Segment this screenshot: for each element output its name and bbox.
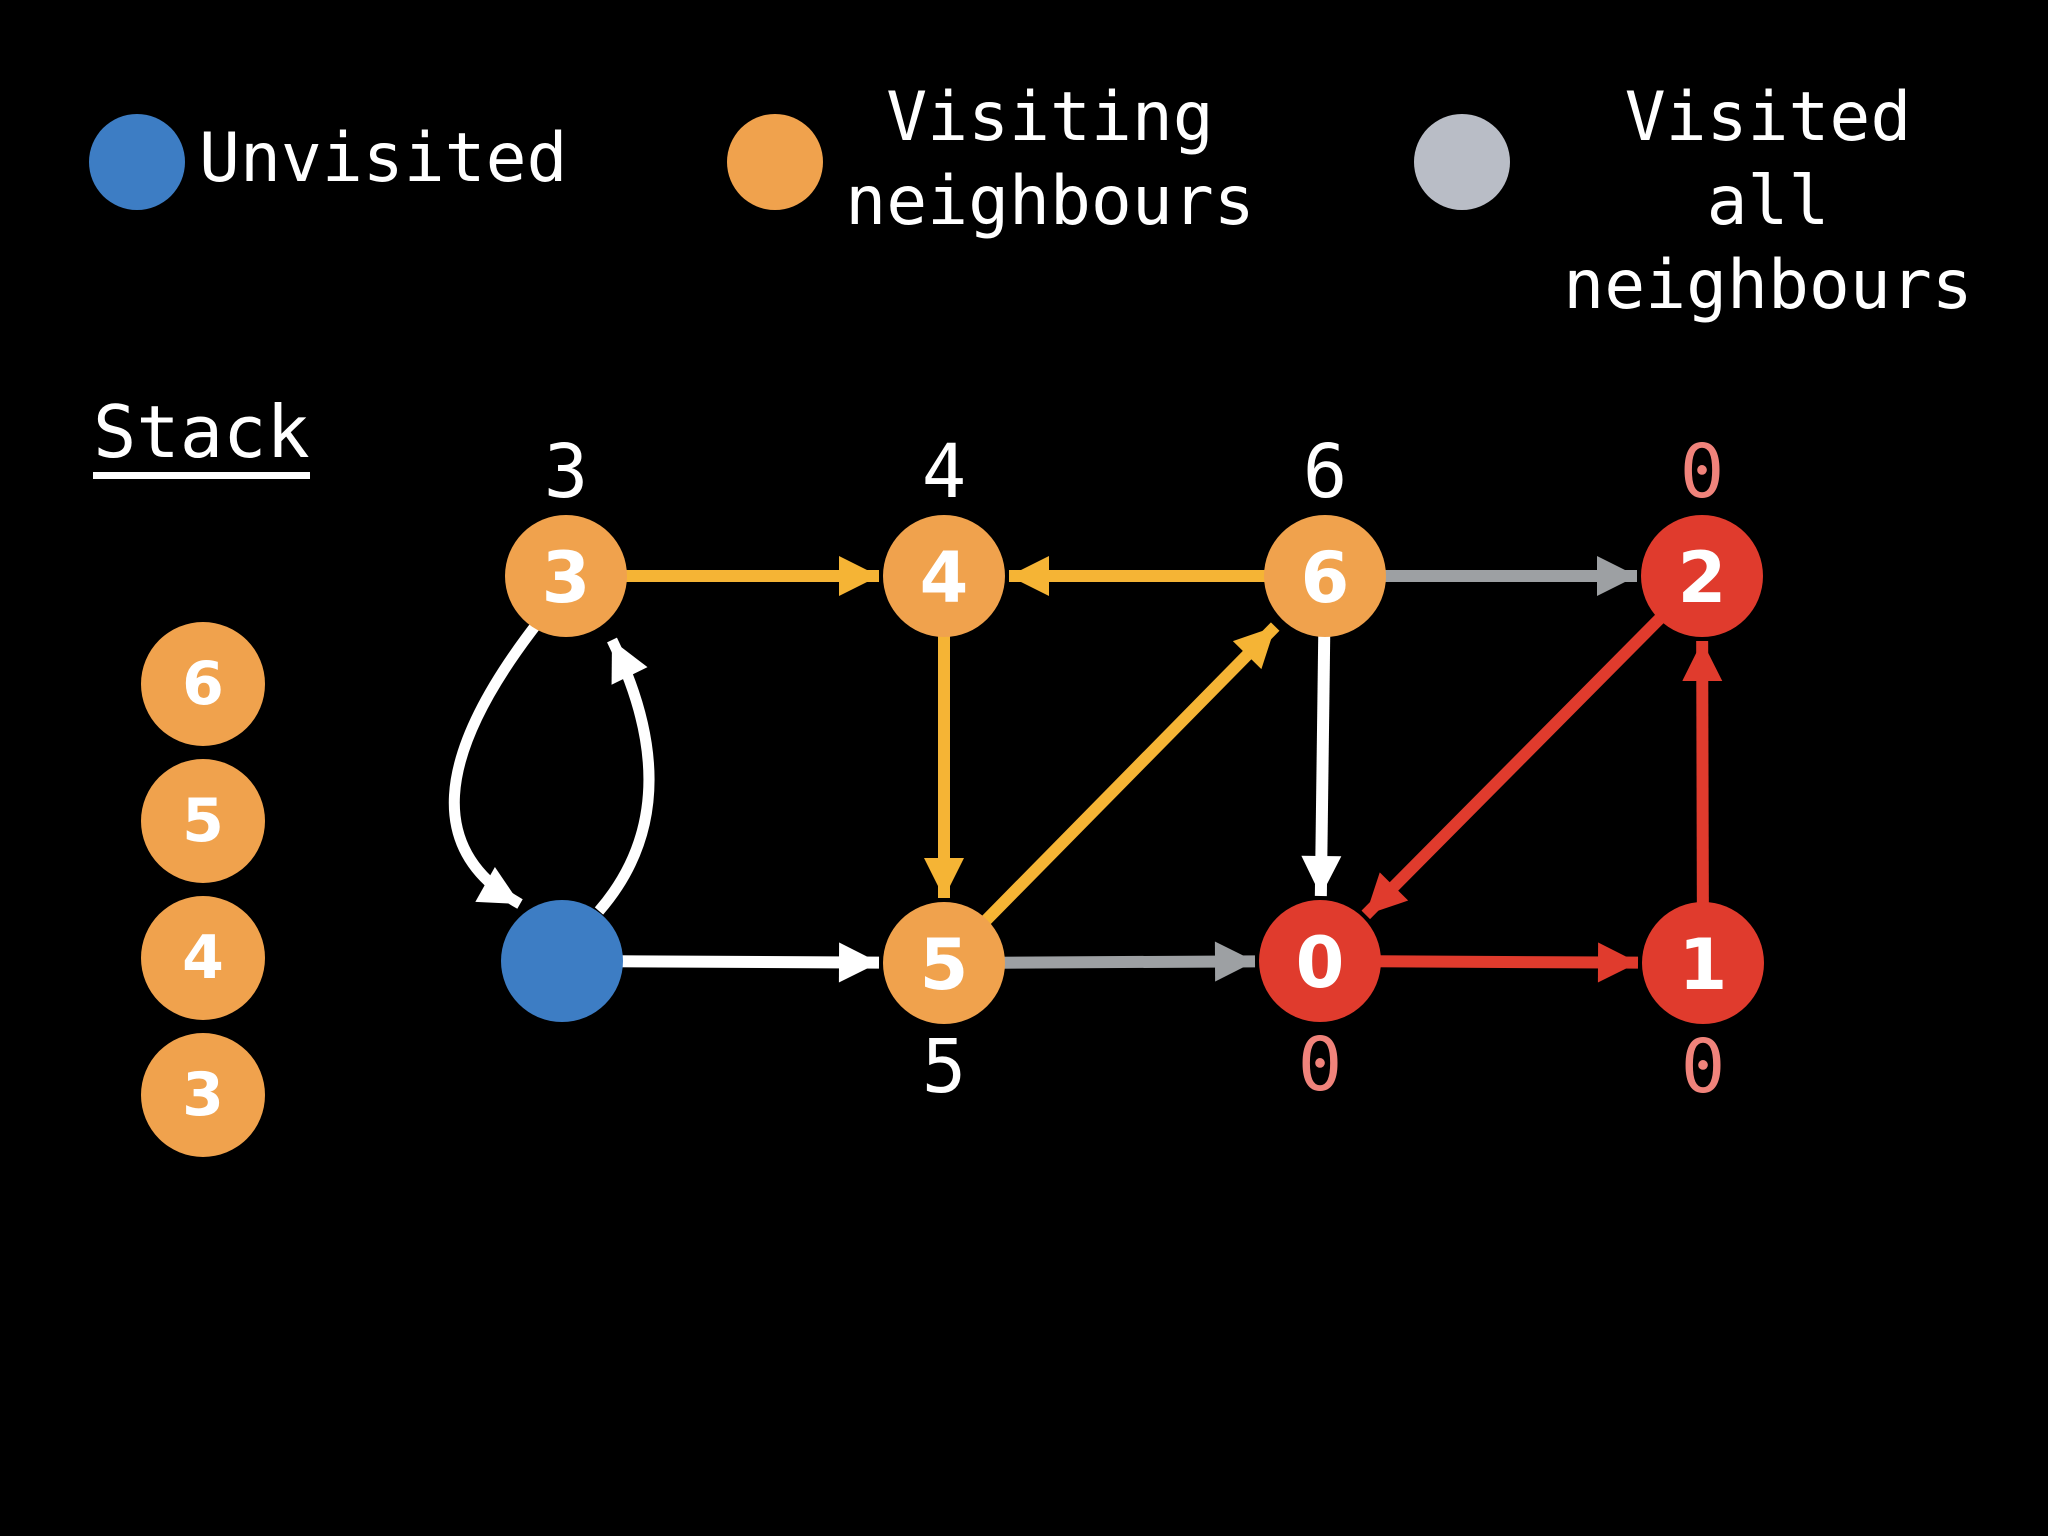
edge-u-3 xyxy=(594,637,655,915)
edge-2-0 xyxy=(1361,610,1668,920)
visited-all-neighbours-dot-icon xyxy=(1414,114,1510,210)
graph-node-4 xyxy=(883,515,1005,637)
visiting-neighbours-dot-icon xyxy=(727,114,823,210)
node-outer-label-0: 0 xyxy=(1298,1022,1343,1108)
legend-label-visiting-neighbours: Visiting neighbours xyxy=(845,78,1255,241)
node-outer-label-1: 0 xyxy=(1681,1024,1726,1110)
edge-5-6 xyxy=(978,622,1280,929)
edge-1-2 xyxy=(1682,640,1723,909)
stack-item-6: 6 xyxy=(141,622,265,746)
edge-0-1 xyxy=(1374,942,1639,983)
node-outer-label-3: 3 xyxy=(544,429,589,515)
graph-node-3 xyxy=(505,515,627,637)
stack-item-3: 3 xyxy=(141,1033,265,1157)
node-outer-label-2: 0 xyxy=(1680,429,1725,515)
node-outer-label-4: 4 xyxy=(922,429,967,515)
stack-title: Stack xyxy=(93,396,310,479)
node-outer-label-5: 5 xyxy=(922,1024,967,1110)
graph-node-u xyxy=(501,900,623,1022)
edge-6-0 xyxy=(1301,630,1342,897)
graph-node-0 xyxy=(1259,900,1381,1022)
stack-item-4: 4 xyxy=(141,896,265,1020)
graph-node-5 xyxy=(883,902,1005,1024)
node-digit-2: 2 xyxy=(1678,537,1727,619)
node-digit-4: 4 xyxy=(920,537,969,619)
edge-3-u xyxy=(448,621,541,909)
graph-node-1 xyxy=(1642,902,1764,1024)
graph-node-2 xyxy=(1641,515,1763,637)
legend-label-unvisited: Unvisited xyxy=(199,119,568,198)
node-digit-1: 1 xyxy=(1679,924,1728,1006)
unvisited-dot-icon xyxy=(89,114,185,210)
graph-node-6 xyxy=(1264,515,1386,637)
edge-u-5 xyxy=(616,942,880,983)
node-digit-6: 6 xyxy=(1301,537,1350,619)
node-digit-3: 3 xyxy=(542,537,591,619)
edge-5-0 xyxy=(998,941,1256,982)
node-digit-5: 5 xyxy=(920,924,969,1006)
node-outer-label-6: 6 xyxy=(1303,429,1348,515)
stack-item-5: 5 xyxy=(141,759,265,883)
legend-label-visited-all-neighbours: Visited all neighbours xyxy=(1563,78,1973,325)
node-digit-0: 0 xyxy=(1296,922,1345,1004)
